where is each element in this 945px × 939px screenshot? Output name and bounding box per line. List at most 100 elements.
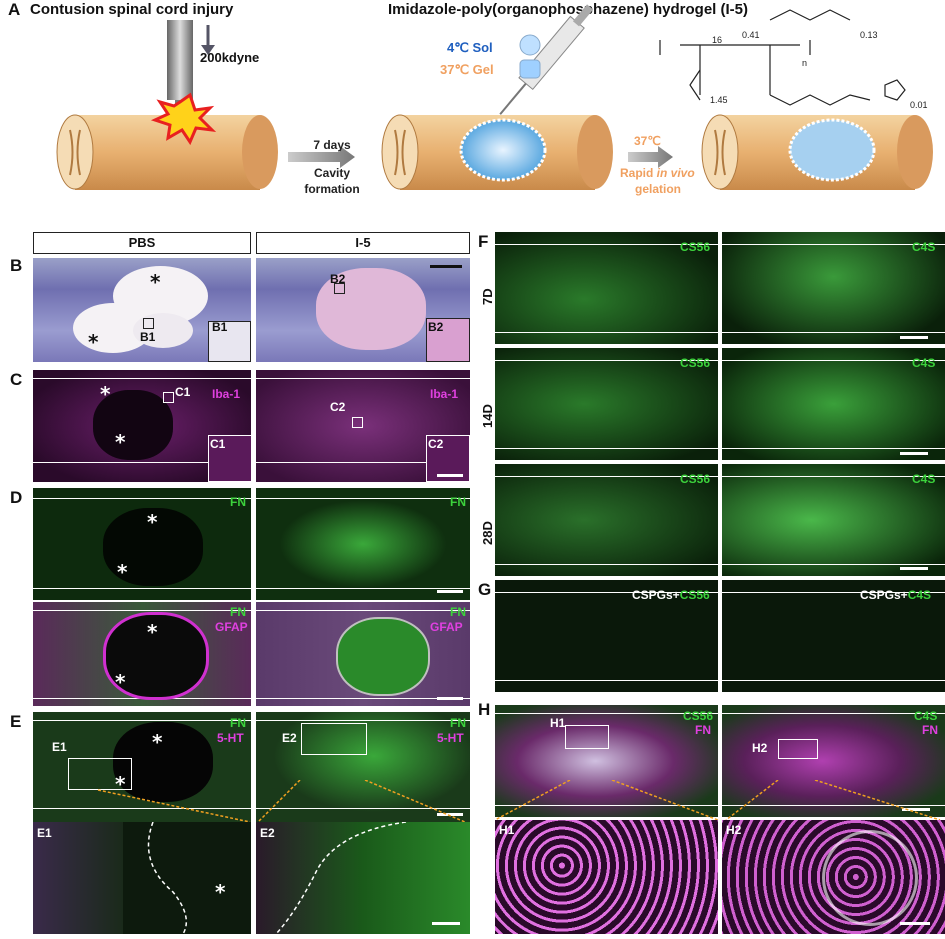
asterisk: * [115, 670, 126, 694]
asterisk: * [152, 730, 163, 754]
e2-zoom-image [256, 822, 470, 934]
h-fn-label-1: FN [695, 723, 711, 737]
spinal-cord-cylinder-3 [701, 114, 933, 190]
h-box1-label: H1 [550, 716, 566, 730]
arrow-2-label-2: gelation [635, 182, 682, 196]
gel-icon [519, 59, 541, 79]
schematic-illustration [56, 4, 933, 190]
down-arrow-icon [201, 45, 215, 55]
e-5ht-label-2: 5-HT [437, 731, 464, 745]
b-inset2-label: B2 [428, 320, 444, 334]
impact-force: 200kdyne [200, 50, 260, 65]
arrow-1-label-1: 7 days [313, 138, 351, 152]
gel-label: 37℃ Gel [440, 62, 494, 77]
h-box2-label: H2 [752, 741, 768, 755]
h1-zoom-image [495, 820, 718, 934]
panel-d-letter: D [10, 488, 23, 507]
chem-sub-5: 16 [712, 35, 723, 45]
f-time-14d: 14D [480, 404, 495, 428]
c-inset2-label: C2 [428, 437, 444, 451]
scale-bar [437, 590, 463, 593]
impactor-rod [167, 20, 193, 100]
scale-bar [900, 567, 928, 570]
f-14d-cs56-image [495, 348, 718, 460]
h1-zoom-label: H1 [499, 823, 515, 837]
asterisk: * [117, 560, 128, 584]
step2-title: Imidazole-poly(organophosphazene) hydrog… [388, 1, 749, 18]
f-time-7d: 7D [480, 288, 495, 305]
c-box2-label: C2 [330, 400, 346, 414]
arrow-1-label-2: Cavity [313, 166, 351, 180]
g-label-2: CSPGs+C4S [860, 588, 932, 602]
arrow-2-icon [628, 146, 673, 168]
d-pbs-fn-gfap-image [33, 602, 251, 706]
asterisk: * [88, 330, 99, 354]
h-c4s-fn-image [722, 705, 945, 817]
b-box2-label: B2 [330, 272, 346, 286]
g-label-1: CSPGs+CS56 [632, 588, 710, 602]
h-cs56-label: CS56 [683, 709, 714, 723]
f-14d-c4s-image [722, 348, 945, 460]
c-pbs-image [33, 370, 251, 482]
e1-boundary [147, 822, 188, 934]
arrow-1-icon [288, 146, 355, 168]
chem-sub-1: 0.41 [742, 30, 760, 40]
f-28d-c4s-image [722, 464, 945, 576]
chemical-structure [659, 9, 906, 106]
d-fn-label-3: FN [230, 605, 246, 619]
h-c4s-label: C4S [914, 709, 938, 723]
d-gfap-label-2: GFAP [430, 620, 463, 634]
chem-n: n [802, 58, 808, 68]
e-i5-image [256, 712, 470, 822]
scale-bar [900, 922, 930, 925]
scale-bar [900, 336, 928, 339]
header-i5: I-5 [256, 232, 470, 254]
f-time-28d: 28D [480, 521, 495, 545]
chem-sub-2: 0.13 [860, 30, 878, 40]
f-7d-cs56-image [495, 232, 718, 344]
d-fn-label-1: FN [230, 495, 246, 509]
d-gfap-label-1: GFAP [215, 620, 248, 634]
f-cs56-label-3: CS56 [680, 472, 711, 486]
scale-bar [432, 922, 460, 925]
f-28d-cs56-image [495, 464, 718, 576]
f-c4s-label-1: C4S [912, 240, 936, 254]
g-c4s-image [722, 580, 945, 692]
e-5ht-label-1: 5-HT [217, 731, 244, 745]
e1-zoom-label: E1 [37, 826, 52, 840]
b-inset1-label: B1 [212, 320, 228, 334]
e1-zoom-image [33, 822, 251, 934]
asterisk: * [115, 430, 126, 454]
d-fn-label-2: FN [450, 495, 466, 509]
d-fn-label-4: FN [450, 605, 466, 619]
f-cs56-label-2: CS56 [680, 356, 711, 370]
panel-f-letter: F [478, 232, 489, 251]
scale-bar [430, 265, 462, 268]
asterisk: * [147, 510, 158, 534]
c-marker-2: Iba-1 [430, 387, 459, 401]
e2-zoom-label: E2 [260, 826, 275, 840]
f-cs56-label-1: CS56 [680, 240, 711, 254]
sol-label: 4℃ Sol [447, 40, 493, 55]
e-pbs-image [33, 712, 251, 822]
d-i5-fn-image [256, 488, 470, 600]
f-c4s-label-3: C4S [912, 472, 936, 486]
e-box2-label: E2 [282, 731, 297, 745]
h-fn-label-2: FN [922, 723, 938, 737]
panel-g-letter: G [478, 580, 492, 599]
b-box1-label: B1 [140, 330, 156, 344]
f-c4s-label-2: C4S [912, 356, 936, 370]
d-i5-fn-gfap-image [256, 602, 470, 706]
e2-boundary [275, 822, 407, 934]
h-cs56-fn-image [495, 705, 718, 817]
h2-zoom-image [722, 820, 945, 934]
h2-zoom-label: H2 [726, 823, 742, 837]
arrow-2-label-1: Rapid in vivo [620, 166, 695, 180]
arrow-2-temp: 37℃ [634, 134, 661, 148]
b-pbs-image [33, 258, 251, 362]
b-i5-image [256, 258, 470, 362]
scale-bar [900, 452, 928, 455]
arrow-1-label-3: formation [304, 182, 360, 196]
panel-h-letter: H [478, 700, 491, 719]
panel-b-letter: B [10, 256, 23, 275]
